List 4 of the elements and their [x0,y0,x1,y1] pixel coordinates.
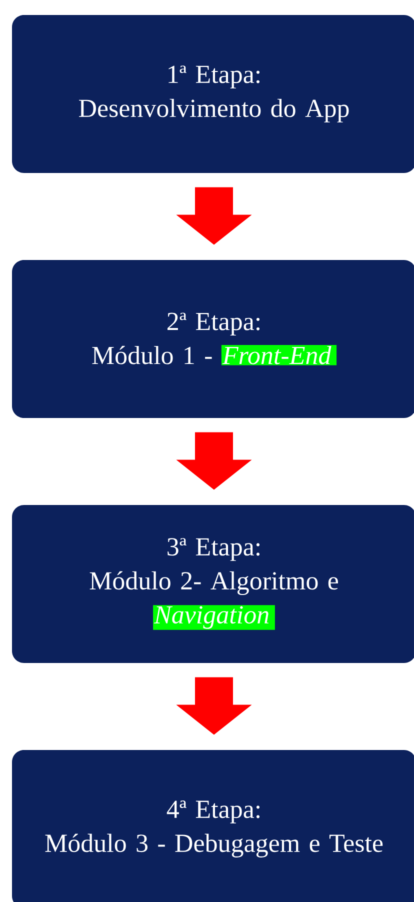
stage-box: 4ª Etapa: Módulo 3 - Debugagem e Teste [12,750,414,902]
stage-box: 1ª Etapa: Desenvolvimento do App [12,15,414,173]
stage-box: 2ª Etapa: Módulo 1 - Front-End [12,260,414,418]
stage-box: 3ª Etapa: Módulo 2- Algoritmo e Navigation [12,505,414,663]
